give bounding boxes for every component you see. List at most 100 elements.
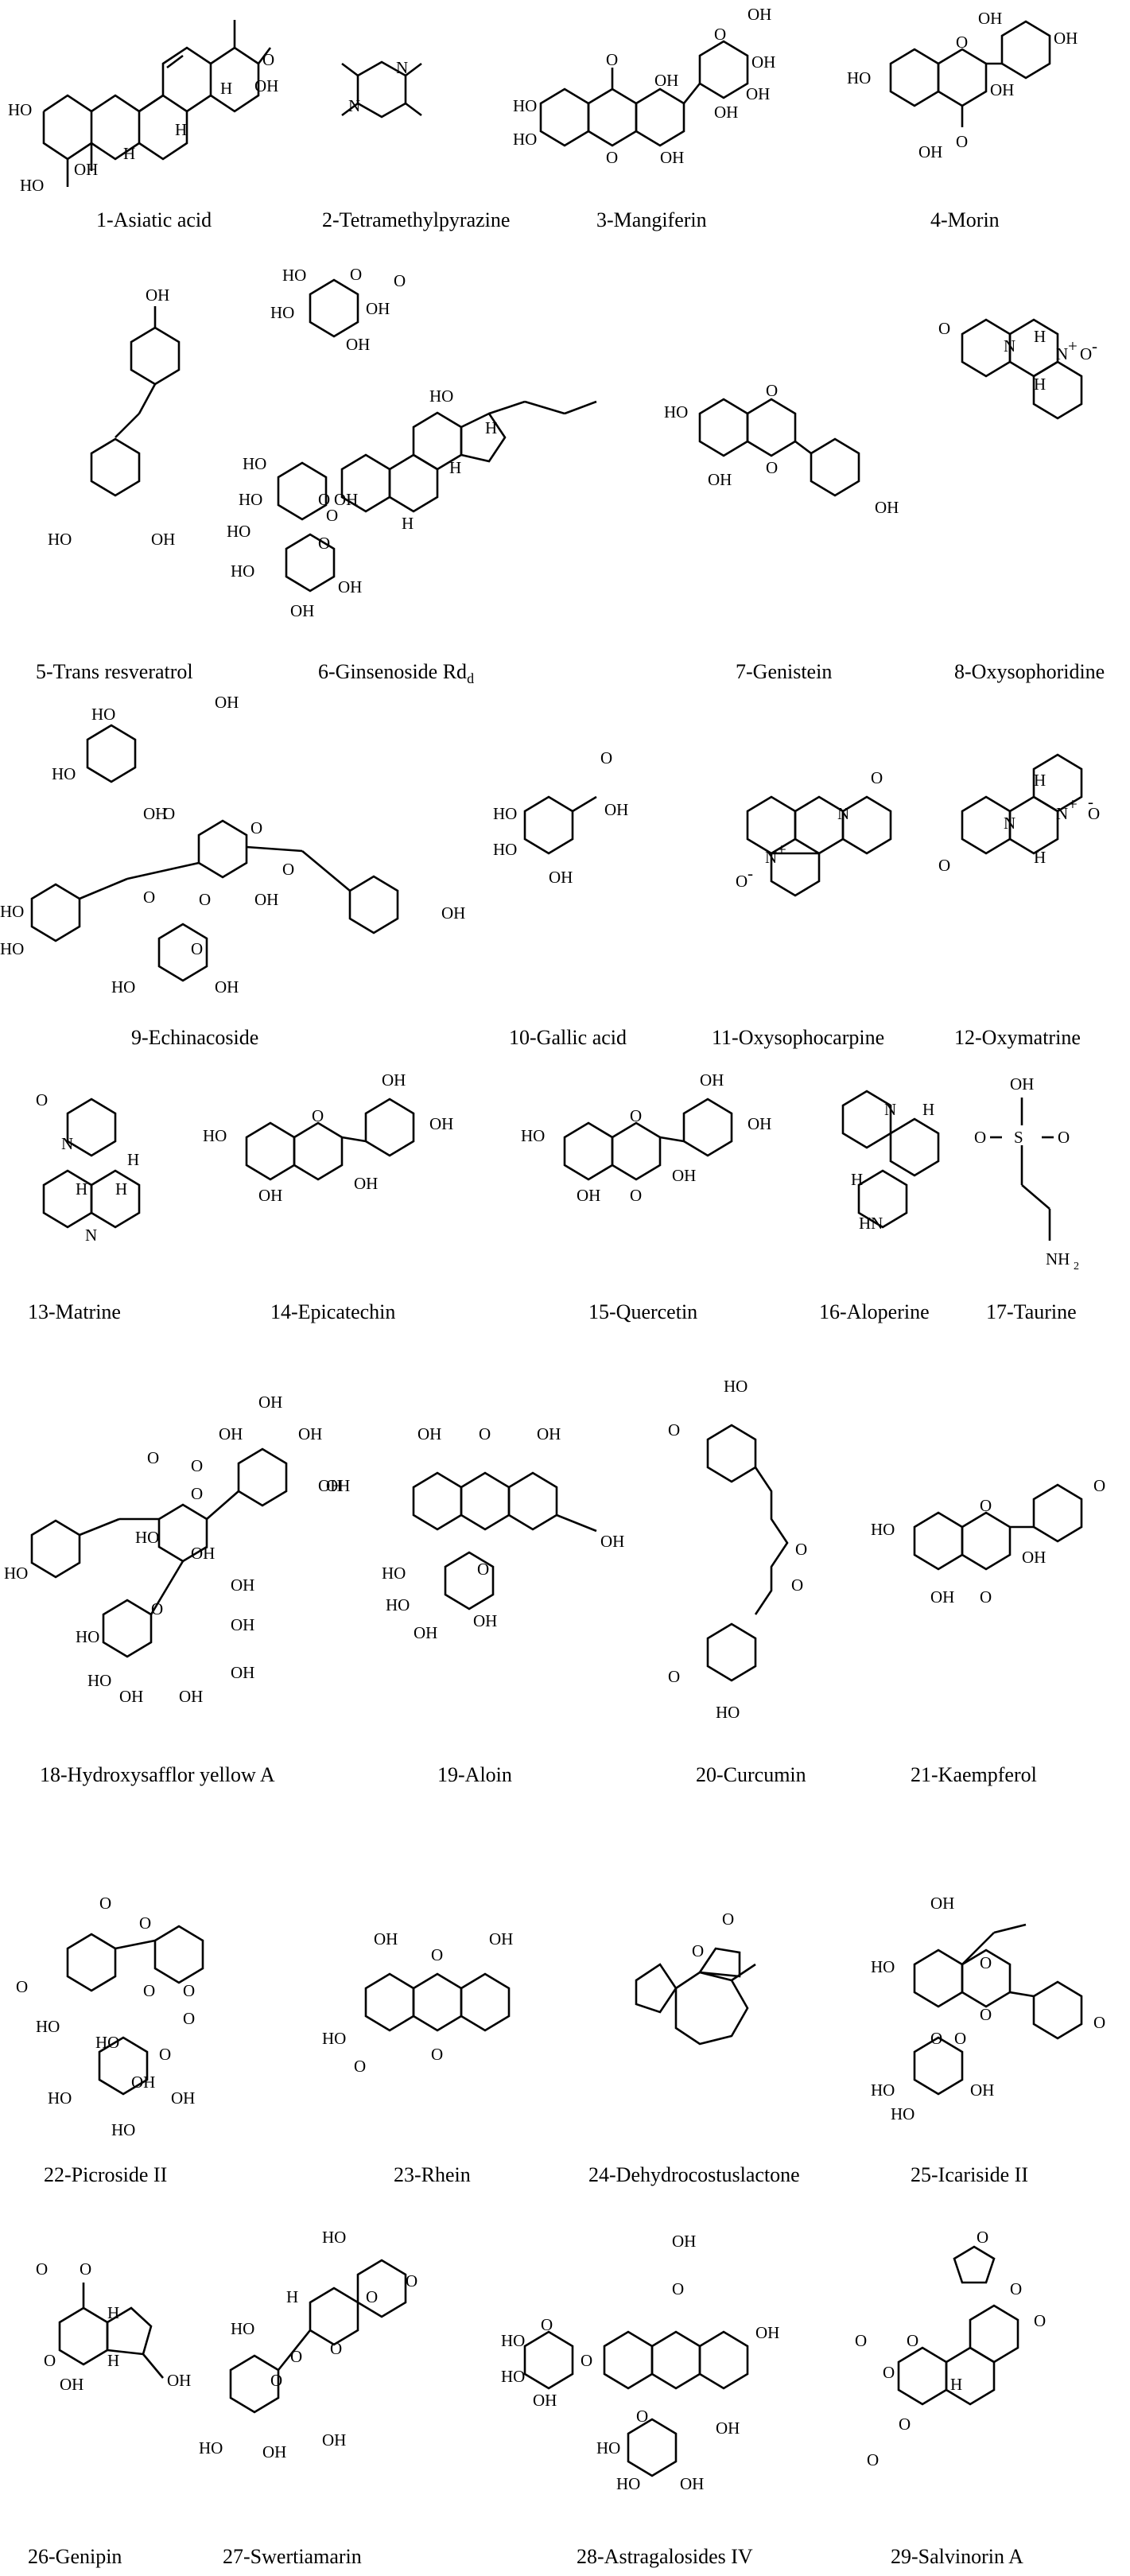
atom-label: OH: [146, 286, 169, 305]
atom-label: O: [312, 1106, 324, 1125]
atom-label: OH: [672, 2232, 696, 2251]
atom-label: HO: [8, 100, 32, 119]
caption-22: 22-Picroside II: [44, 2163, 168, 2186]
structure-24-dehydrocostuslactone: O O: [635, 1910, 756, 2046]
structure-17-taurine: OH O S O NH 2: [974, 1074, 1079, 1272]
atom-label: H: [922, 1100, 934, 1119]
caption-14: 14-Epicatechin: [270, 1300, 396, 1323]
atom-label: O: [318, 534, 330, 553]
atom-label: HO: [501, 2331, 525, 2350]
compound-14: HO OH OH OH OH O 14-Epicatechin: [191, 1058, 485, 1344]
atom-label: HO: [0, 939, 24, 958]
atom-label: OH: [1054, 29, 1078, 48]
atom-label: HO: [4, 1564, 28, 1583]
atom-label: HO: [91, 705, 115, 724]
atom-label: O: [282, 860, 294, 879]
atom-label: H: [485, 418, 497, 437]
compound-6: HO HO OH OH HO HO OH HO HO OH OH HO O O …: [215, 262, 652, 692]
structure-19-aloin: OH O OH OH HO O HO OH OH: [382, 1424, 624, 1642]
atom-label: NH: [1046, 1249, 1070, 1269]
atom-label: H: [1034, 375, 1046, 394]
atom-label: O: [143, 1981, 155, 2000]
caption-3: 3-Mangiferin: [596, 208, 707, 231]
atom-label: HO: [596, 2438, 620, 2457]
atom-label: O: [262, 50, 274, 69]
atom-label: O: [930, 2029, 942, 2048]
atom-label: O: [318, 490, 330, 509]
caption-9: 9-Echinacoside: [131, 1026, 259, 1049]
atom-label: HO: [382, 1564, 406, 1583]
structure-27-swertiamarin: HO O O H O O HO HO OH OH O: [199, 2228, 417, 2461]
atom-label: OH: [700, 1070, 724, 1090]
atom-label: OH: [600, 1532, 624, 1551]
caption-24: 24-Dehydrocostuslactone: [588, 2163, 800, 2186]
atom-label: OH: [755, 2323, 779, 2342]
atom-label: O: [394, 271, 406, 290]
atom-label: HO: [521, 1126, 545, 1145]
atom-label: O: [722, 1910, 734, 1929]
atom-label: OH: [978, 9, 1002, 28]
caption-23: 23-Rhein: [394, 2163, 471, 2186]
atom-label: OH: [60, 2375, 83, 2394]
atom-label: OH: [604, 800, 628, 819]
atom-label: O: [477, 1560, 489, 1579]
atom-label: OH: [262, 2442, 286, 2461]
atom-label: H: [127, 1150, 139, 1169]
atom-label: OH: [549, 868, 573, 887]
atom-label: OH: [533, 2391, 557, 2410]
caption-11: 11-Oxysophocarpine: [712, 1026, 885, 1049]
compound-2: N N 2-Tetramethylpyrazine: [302, 0, 533, 239]
atom-label: HO: [111, 977, 135, 997]
structure-3-mangiferin: HO HO OH OH OH OH OH OH O O O: [513, 5, 775, 167]
atom-label: N: [765, 848, 777, 867]
atom-label: OH: [382, 1070, 406, 1090]
compound-21: HO O O OH O OH 21-Kaempferol: [867, 1376, 1130, 1789]
atom-label: O: [350, 265, 362, 284]
compound-22: O O O HO O HO O O HO HO OH OH O 22-Picro…: [12, 1893, 274, 2203]
atom-label: O: [16, 1977, 28, 1996]
atom-label: HO: [282, 266, 306, 285]
atom-label: HN: [859, 1214, 883, 1233]
atom-label: OH: [258, 1393, 282, 1412]
atom-label: OH: [716, 2419, 740, 2438]
atom-label: N: [1056, 804, 1068, 823]
atom-label: OH: [577, 1186, 600, 1205]
atom-label: OH: [215, 693, 239, 712]
atom-label: O: [956, 132, 968, 151]
atom-label: OH: [672, 1166, 696, 1185]
structure-11-oxysophocarpine: O N N + O -: [736, 768, 892, 897]
atom-label: O: [151, 1599, 163, 1618]
compound-7: HO OH O O OH 7-Genistein: [652, 262, 907, 692]
atom-label: O: [974, 1128, 986, 1147]
atom-label: N: [1004, 814, 1015, 833]
atom-label: HO: [20, 176, 44, 195]
compound-1: HO OH H H H HO OH O 1-Asiatic acid: [8, 0, 278, 239]
atom-label: O: [250, 818, 262, 837]
atom-label: O: [431, 1945, 443, 1964]
atom-label: OH: [1022, 1548, 1046, 1567]
structure-6-ginsenoside-rd: HO HO OH OH HO HO OH HO HO OH OH HO O O …: [227, 265, 597, 620]
atom-label: O: [954, 2029, 966, 2048]
structure-26-genipin: O O H O H OH OH: [36, 2259, 191, 2394]
atom-label: OH: [254, 890, 278, 909]
atom-label: OH: [746, 84, 770, 103]
atom-label: O: [159, 2045, 171, 2064]
atom-label: OH: [417, 1424, 441, 1443]
atom-label: O: [431, 2045, 443, 2064]
atom-label: HO: [716, 1703, 740, 1722]
atom-label: OH: [298, 1424, 322, 1443]
atom-label: +: [777, 840, 786, 859]
atom-label: OH: [930, 1587, 954, 1607]
atom-label: HO: [513, 96, 537, 115]
atom-label: OH: [215, 977, 239, 997]
atom-label: H: [115, 1179, 127, 1199]
atom-label: OH: [751, 52, 775, 72]
atom-label: HO: [111, 2120, 135, 2139]
atom-label: HO: [87, 1671, 111, 1690]
atom-label: O: [99, 1894, 111, 1913]
atom-label: HO: [322, 2029, 346, 2048]
structure-21-kaempferol: HO O O OH O OH: [871, 1476, 1105, 1607]
caption-21: 21-Kaempferol: [911, 1763, 1037, 1786]
structure-25-icariside-ii: OH HO O O O HO HO OH O O: [871, 1894, 1105, 2123]
atom-label: OH: [970, 2081, 994, 2100]
